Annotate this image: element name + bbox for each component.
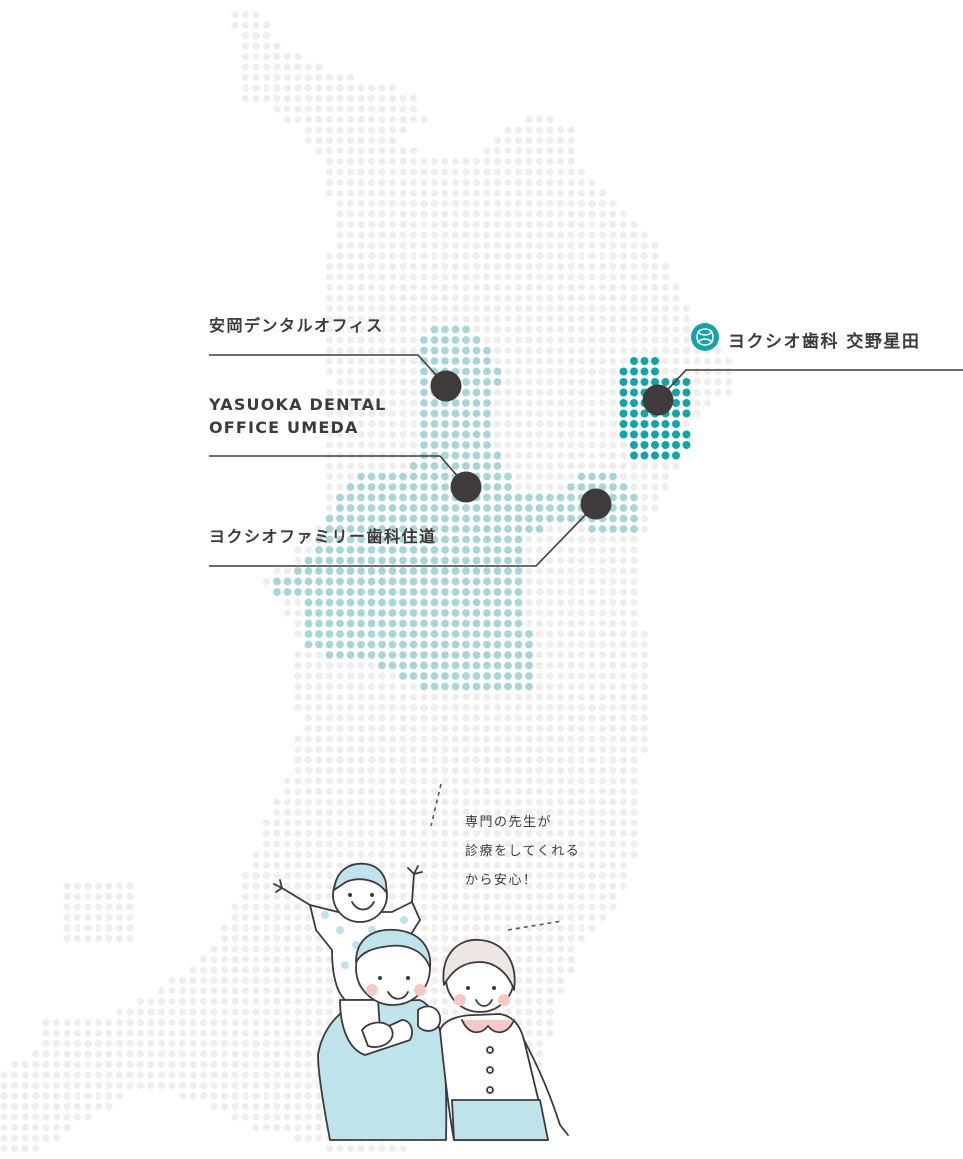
brand-name: ヨクシオ歯科 交野星田: [728, 331, 921, 352]
leader-line-yasuoka-umeda: [209, 455, 467, 487]
mother-collar: [461, 1019, 515, 1034]
father-hand-left: [361, 1021, 394, 1048]
family-illustration: [273, 862, 569, 1141]
child-left-arm: [273, 879, 311, 906]
yokushio-logo-icon: [690, 322, 720, 356]
label-yokushio-katano[interactable]: ヨクシオ歯科 交野星田: [690, 322, 920, 356]
father-hair: [355, 928, 432, 969]
pin-sumimichi[interactable]: [580, 488, 612, 520]
label-yasuoka-office[interactable]: 安岡デンタルオフィス: [209, 316, 384, 335]
label-yokushio-sumimichi[interactable]: ヨクシオファミリー歯科住道: [209, 527, 437, 546]
pin-yasuoka-office[interactable]: [430, 370, 462, 402]
speech-line: 専門の先生が: [465, 815, 553, 830]
label-yasuoka-umeda-line2: OFFICE UMEDA: [209, 418, 359, 437]
mother-skirt: [451, 1099, 549, 1141]
speech-bubble: 専門の先生が 診療をしてくれる から安心！: [465, 808, 580, 895]
mother-hair: [442, 939, 516, 991]
label-yasuoka-umeda-line1: YASUOKA DENTAL: [209, 395, 387, 414]
child-right-arm: [407, 865, 423, 903]
child-hair: [333, 862, 388, 893]
pin-yasuoka-umeda[interactable]: [450, 471, 482, 503]
pin-katano[interactable]: [642, 384, 674, 416]
speech-marks: [430, 783, 563, 931]
speech-line: から安心！: [465, 873, 538, 888]
label-yasuoka-umeda[interactable]: YASUOKA DENTAL OFFICE UMEDA: [209, 393, 387, 439]
father-hand-right: [417, 1005, 441, 1032]
mother-arm: [523, 1039, 569, 1136]
leader-line-sumimichi: [209, 503, 597, 567]
speech-line: 診療をしてくれる: [465, 844, 581, 859]
location-pins: [430, 370, 674, 520]
leader-line-katano: [657, 369, 963, 401]
